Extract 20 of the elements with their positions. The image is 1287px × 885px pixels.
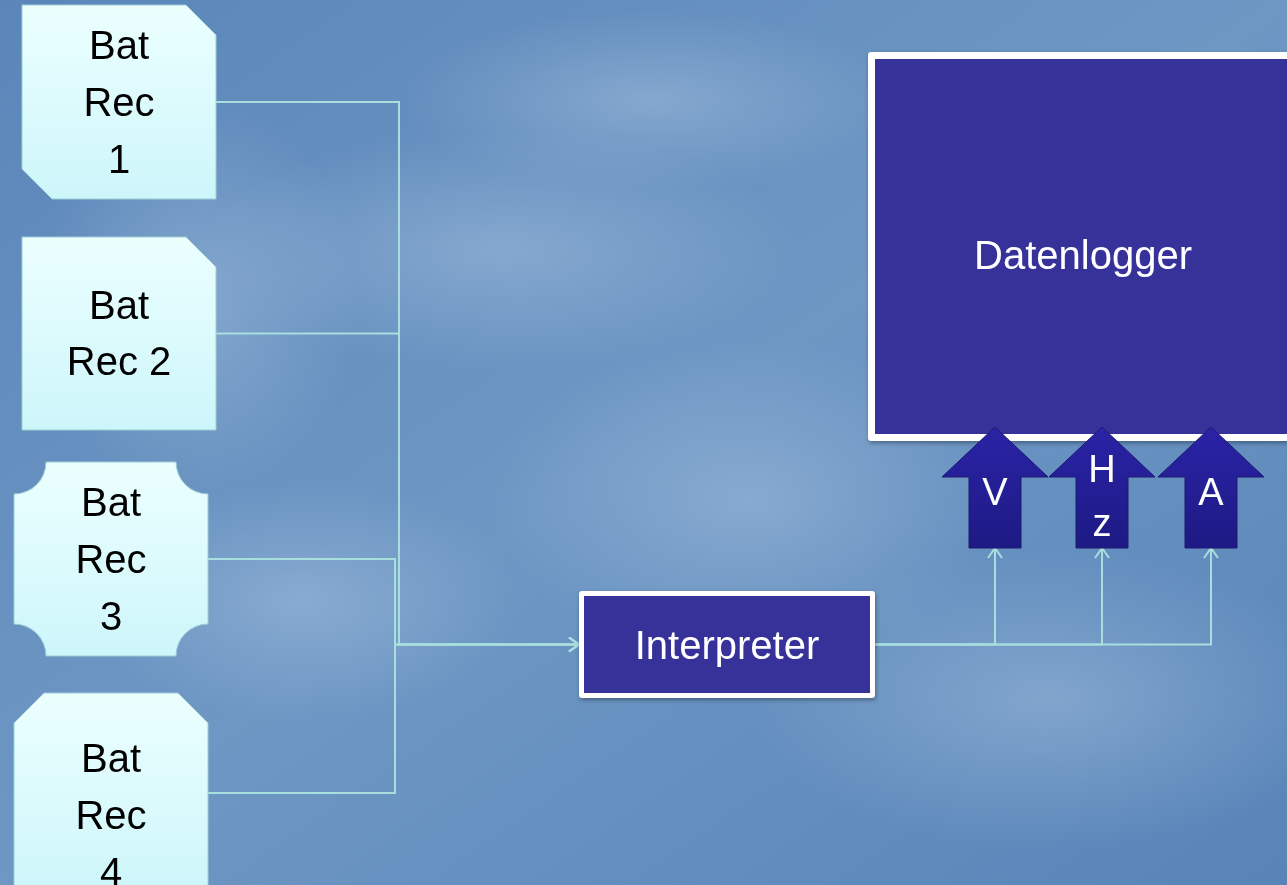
node-label: Bat Rec 1 [82,21,156,183]
node-label: Bat Rec 3 [74,478,148,640]
node-label: Datenlogger [973,231,1193,279]
input-port [942,427,1048,548]
node-label: Bat Rec 2 [65,281,173,386]
input-port [1049,427,1155,548]
recorder-box [14,462,208,656]
connector-arrow [207,636,580,794]
input-port [1158,427,1264,548]
arrow-label: A [1197,469,1225,515]
arrow-label: V [981,469,1009,515]
recorder-box [14,693,208,885]
recorder-box [22,237,216,430]
node-label: Bat Rec 4 [74,734,148,885]
node-label: Interpreter [633,621,821,669]
recorder-box [22,5,216,199]
arrow-label: Hz [1087,446,1117,546]
process-box [579,591,875,698]
process-box [868,52,1287,441]
connector-arrow [874,547,1219,646]
